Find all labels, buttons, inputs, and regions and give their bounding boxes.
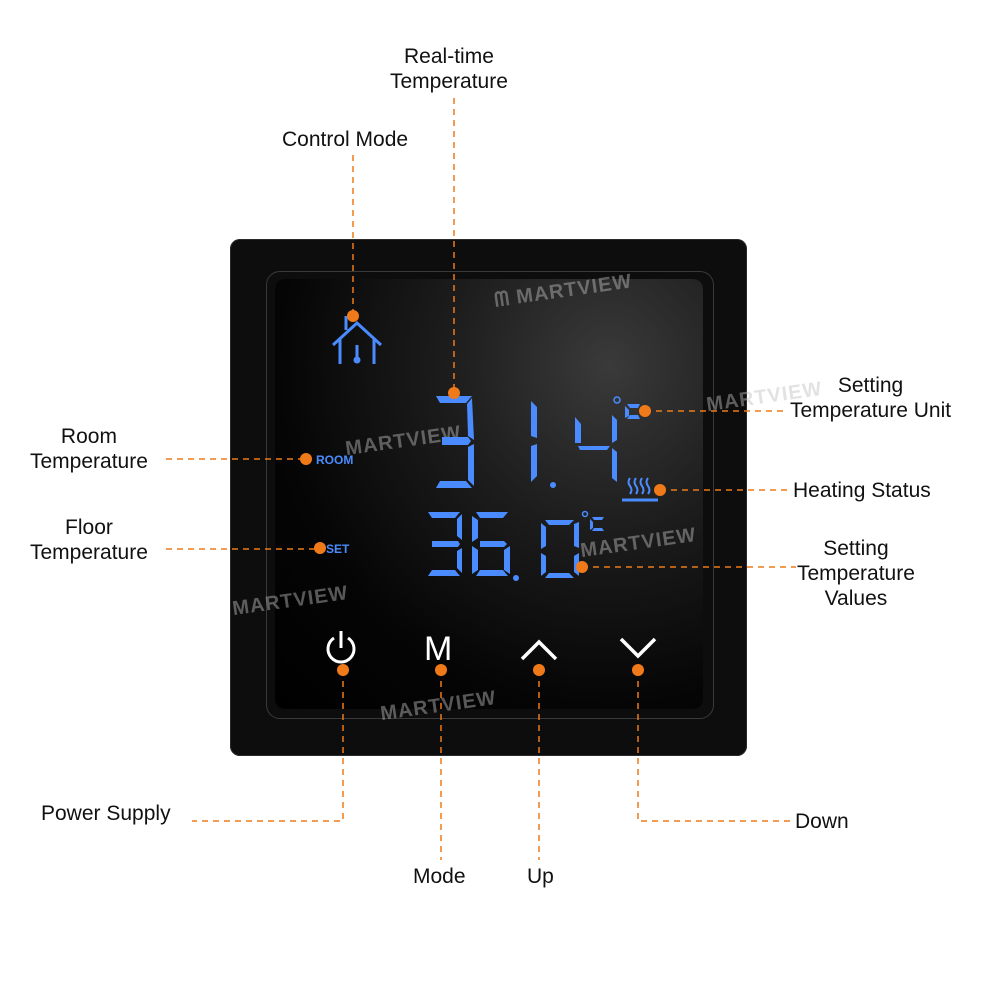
chevron-up-icon bbox=[520, 639, 558, 661]
label-control-mode: Control Mode bbox=[282, 128, 409, 151]
label-room-temperature: Room Temperature bbox=[30, 424, 148, 474]
label-heating-status: Heating Status bbox=[793, 479, 931, 502]
power-button[interactable] bbox=[323, 628, 359, 668]
label-line: Floor bbox=[65, 516, 113, 539]
label-realtime-temperature: Real-time Temperature bbox=[390, 44, 508, 94]
chevron-down-icon bbox=[619, 637, 657, 659]
thermostat-device bbox=[230, 239, 747, 756]
label-line: Temperature bbox=[30, 450, 148, 473]
label-line: Temperature Unit bbox=[790, 399, 952, 422]
down-button[interactable] bbox=[618, 634, 658, 669]
label-floor-temperature: Floor Temperature bbox=[30, 515, 148, 565]
label-line: Setting bbox=[823, 537, 889, 560]
label-line: Temperature bbox=[30, 541, 148, 564]
label-setting-temperature-values: Setting Temperature Values bbox=[797, 536, 915, 611]
label-line: Temperature bbox=[390, 70, 508, 93]
label-line: Temperature bbox=[797, 562, 915, 585]
label-line: Setting bbox=[837, 374, 904, 397]
label-mode: Mode bbox=[413, 865, 466, 888]
power-icon bbox=[326, 631, 356, 664]
label-up: Up bbox=[527, 865, 554, 888]
set-indicator: SET bbox=[326, 542, 350, 556]
label-power-supply: Power Supply bbox=[41, 802, 171, 825]
m-logo-icon: ᗰ bbox=[493, 286, 518, 312]
mode-button[interactable]: M bbox=[424, 630, 453, 668]
label-line: Values bbox=[824, 587, 888, 610]
label-setting-temperature-unit: Setting Temperature Unit bbox=[790, 373, 951, 423]
label-line: Real-time bbox=[404, 45, 494, 68]
up-button[interactable] bbox=[519, 634, 559, 669]
bezel bbox=[266, 271, 714, 719]
label-down: Down bbox=[795, 810, 849, 833]
label-line: Room bbox=[60, 425, 117, 448]
room-indicator: ROOM bbox=[316, 453, 354, 467]
